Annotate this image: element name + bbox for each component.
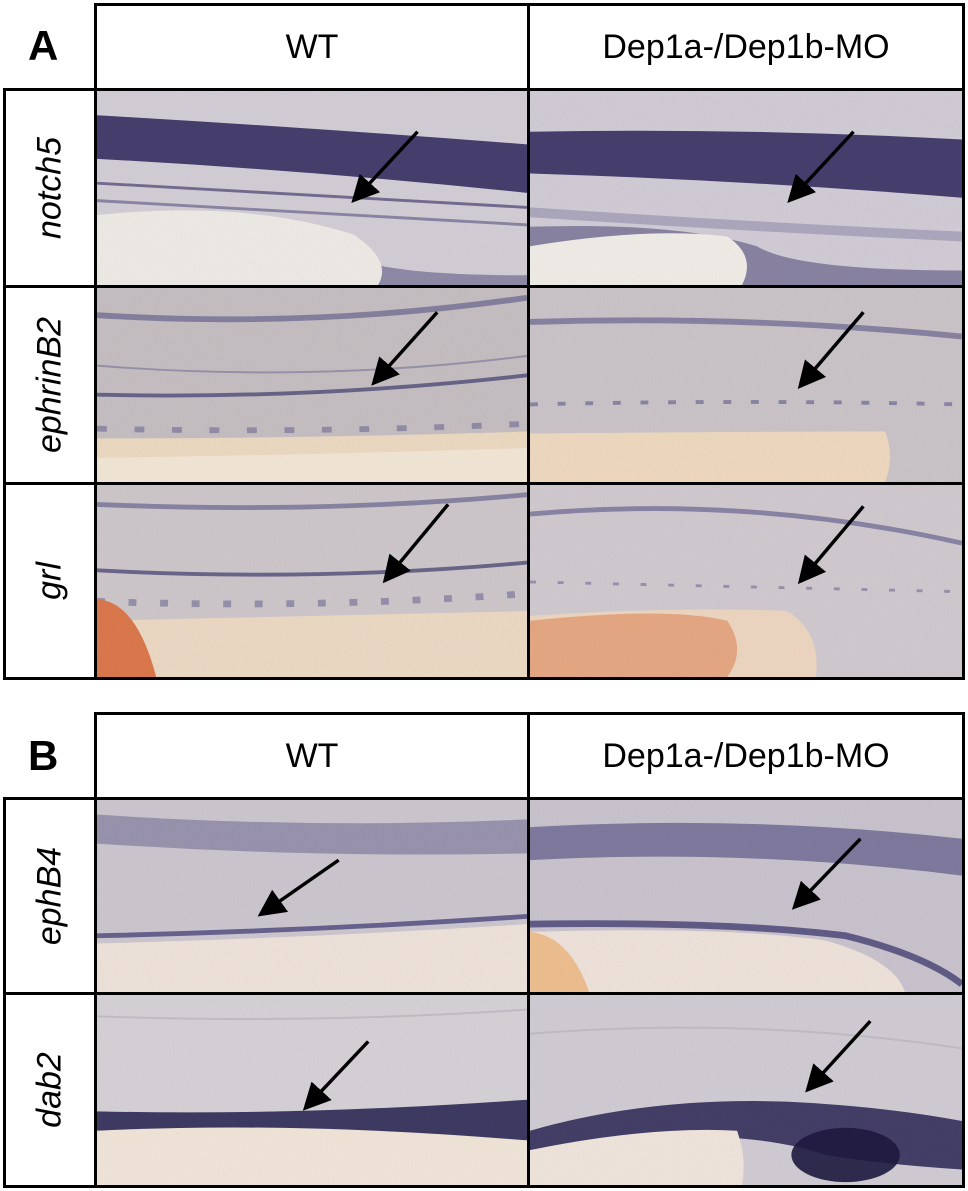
arrow-icon — [797, 311, 865, 389]
row-label-dab2: dab2 — [3, 992, 97, 1188]
panel-letter-b: B — [28, 732, 59, 779]
micrograph-image — [530, 800, 962, 992]
column-header-wt-b: WT — [94, 712, 530, 800]
micrograph-image — [97, 288, 527, 482]
row-label-grl: grl — [3, 482, 97, 680]
arrow-icon — [791, 837, 862, 910]
row-label-notch5: notch5 — [3, 88, 97, 288]
row-label-ephb4: ephB4 — [3, 797, 97, 995]
arrow-icon — [351, 130, 419, 204]
micrograph-image — [97, 485, 527, 677]
column-header-morphant-b: Dep1a-/Dep1b-MO — [527, 712, 965, 800]
gene-label-ephb4: ephB4 — [30, 846, 69, 946]
micrograph-ephb4-morphant — [527, 797, 965, 995]
micrograph-notch5-wt — [94, 88, 530, 288]
micrograph-image — [97, 995, 527, 1185]
arrow-icon — [257, 858, 340, 917]
panel-letter-a: A — [28, 22, 59, 69]
micrograph-image — [97, 800, 527, 992]
gene-label-dab2: dab2 — [30, 1052, 69, 1128]
arrow-icon — [787, 130, 855, 204]
micrograph-grl-wt — [94, 482, 530, 680]
micrograph-image — [530, 485, 962, 677]
gene-label-notch5: notch5 — [30, 136, 69, 240]
gene-label-grl: grl — [30, 562, 69, 600]
micrograph-ephrinb2-wt — [94, 285, 530, 485]
micrograph-image — [530, 91, 962, 285]
micrograph-grl-morphant — [527, 482, 965, 680]
arrow-icon — [382, 503, 450, 584]
micrograph-image — [530, 288, 962, 482]
gene-label-ephrinb2: ephrinB2 — [30, 316, 69, 454]
row-label-ephrinb2: ephrinB2 — [3, 285, 97, 485]
arrow-icon — [805, 1020, 872, 1093]
column-header-wt: WT — [94, 3, 530, 91]
micrograph-ephb4-wt — [94, 797, 530, 995]
arrow-icon — [371, 311, 439, 386]
micrograph-image — [530, 995, 962, 1185]
micrograph-dab2-morphant — [527, 992, 965, 1188]
micrograph-dab2-wt — [94, 992, 530, 1188]
micrograph-ephrinb2-morphant — [527, 285, 965, 485]
arrow-icon — [797, 505, 865, 585]
micrograph-notch5-morphant — [527, 88, 965, 288]
arrow-icon — [302, 1040, 370, 1111]
column-header-morphant: Dep1a-/Dep1b-MO — [527, 3, 965, 91]
micrograph-image — [97, 91, 527, 285]
